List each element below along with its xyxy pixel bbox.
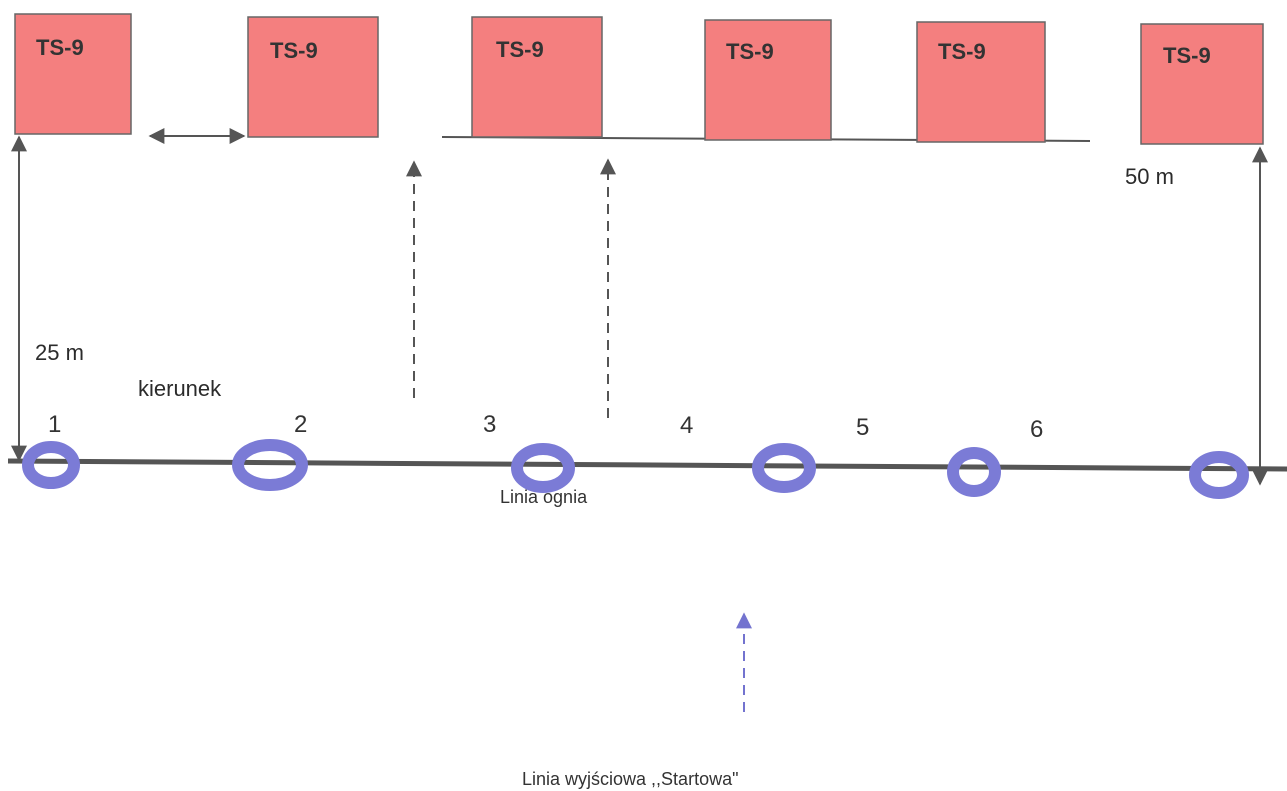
target-label: TS-9 [938,39,986,64]
lane-number: 6 [1030,416,1043,443]
distance-50m-label: 50 m [1125,164,1174,189]
distance-25m-label: 25 m [35,340,84,365]
target: TS-9 [247,16,379,138]
direction-label: kierunek [138,376,222,401]
target: TS-9 [916,21,1046,143]
target-label: TS-9 [496,37,544,62]
lane-number: 4 [680,412,693,439]
firing-position-marker [232,439,308,491]
firing-position-marker [752,443,816,493]
target-label: TS-9 [36,35,84,60]
target-label: TS-9 [1163,43,1211,68]
target: TS-9 [14,13,132,135]
firing-line-label: Linia ognia [500,487,588,507]
start-line-label: Linia wyjściowa ,,Startowa" [522,769,738,789]
target-board [14,13,132,135]
target: TS-9 [704,19,832,141]
lane-number: 1 [48,411,61,438]
target-board [704,19,832,141]
firing-position-marker [511,443,575,493]
lane-number: 3 [483,411,496,438]
target-board [471,16,603,138]
target-board [916,21,1046,143]
lane-number: 5 [856,414,869,441]
firing-position-marker [1189,451,1249,499]
firing-position-marker [22,441,80,489]
target: TS-9 [1140,23,1264,145]
lane-number: 2 [294,411,307,438]
target-board [247,16,379,138]
target-board [1140,23,1264,145]
target: TS-9 [471,16,603,138]
firing-position-marker [947,447,1001,497]
target-label: TS-9 [726,39,774,64]
target-label: TS-9 [270,38,318,63]
firing-line [7,458,1287,472]
